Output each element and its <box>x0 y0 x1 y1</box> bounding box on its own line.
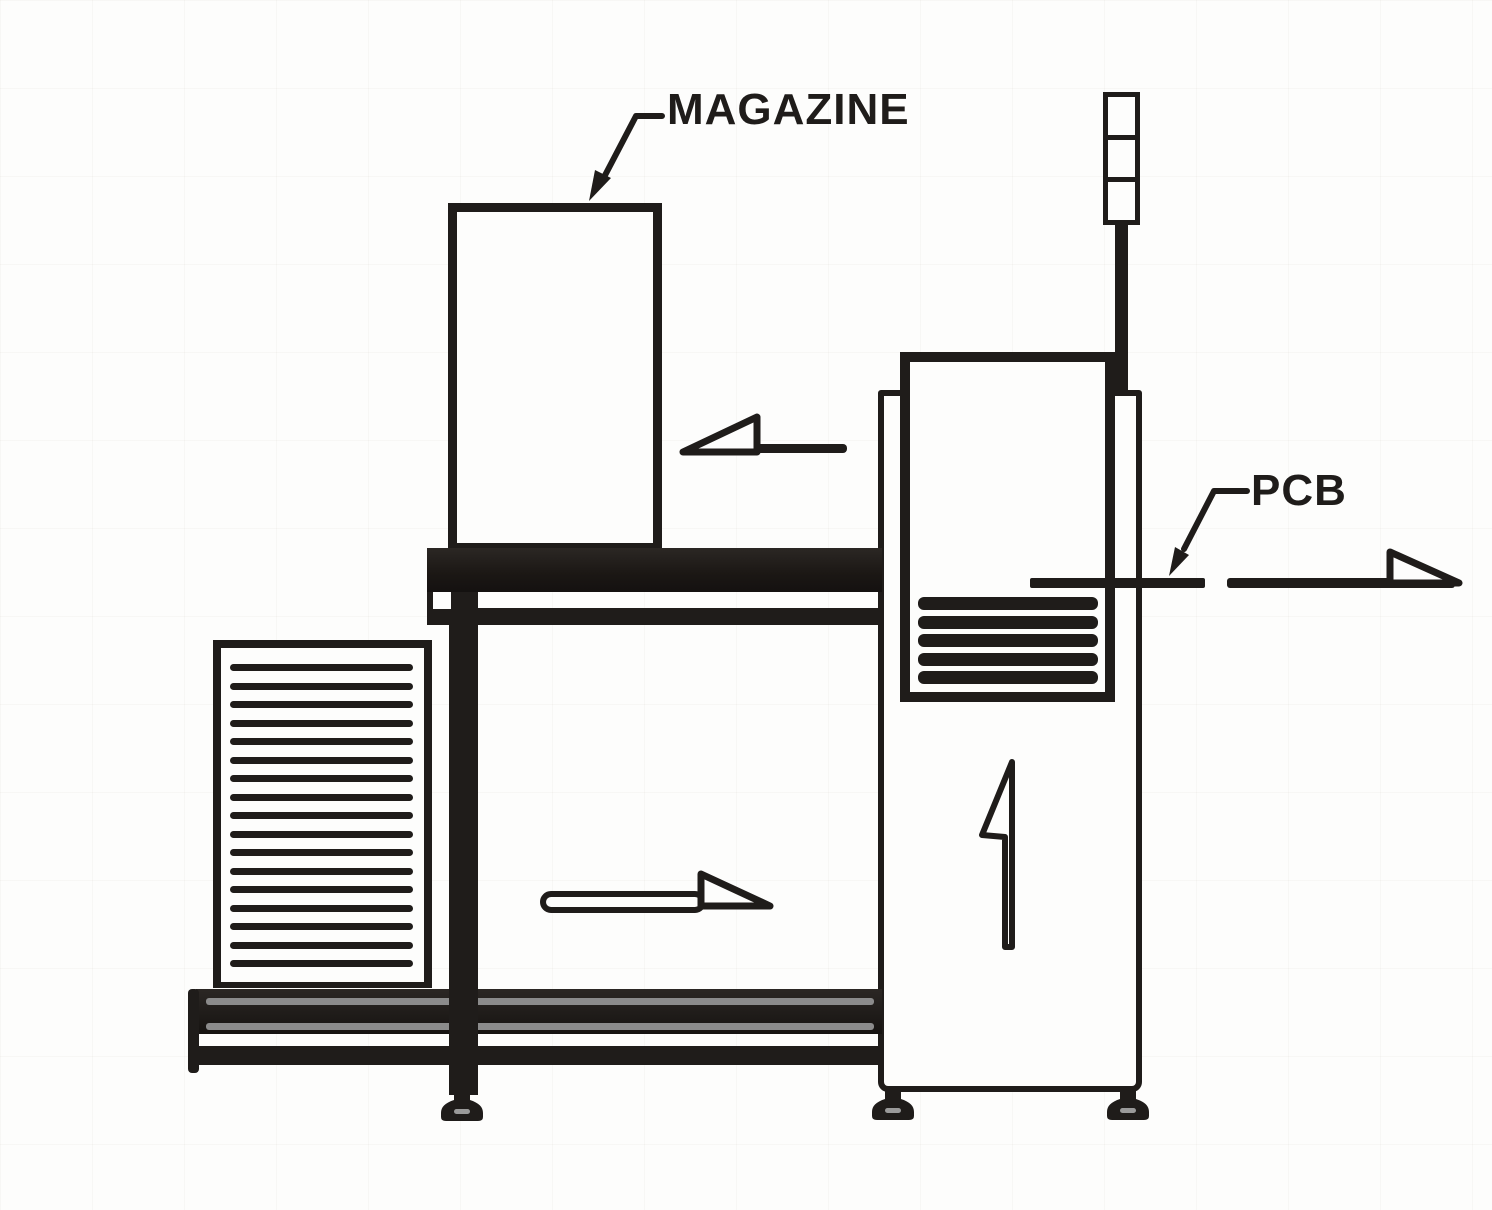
magazine-slot <box>230 941 413 949</box>
magazine-slot <box>230 664 413 671</box>
lower-conveyor-bottom-rail <box>196 1046 882 1065</box>
magazine-slot <box>230 756 413 764</box>
flow-arrow-left-icon <box>679 413 847 456</box>
signal-light-segment <box>1108 97 1135 140</box>
magazine-leader-line <box>598 113 665 186</box>
magazine-leader-arrowhead-icon <box>589 170 611 201</box>
pcb-label: PCB <box>1251 466 1347 515</box>
right-magazine <box>900 352 1115 702</box>
magazine-slot <box>230 923 413 930</box>
magazine-box <box>448 203 662 548</box>
upper-conveyor-bottom-rail <box>427 608 882 625</box>
magazine-slot <box>230 904 413 912</box>
right-magazine-slots <box>918 597 1098 684</box>
magazine-label: MAGAZINE <box>667 85 910 134</box>
magazine-slot <box>918 615 1098 629</box>
signal-light-segment <box>1108 182 1135 221</box>
magazine-slot <box>230 960 413 967</box>
signal-light-icon <box>1103 92 1140 225</box>
machine-foot-right-icon <box>1107 1089 1149 1120</box>
magazine-slot <box>230 867 413 875</box>
conveyor-stripe <box>206 1023 874 1030</box>
magazine-slot <box>230 738 413 745</box>
conveyor-stripe <box>206 998 874 1005</box>
magazine-slot <box>230 719 413 727</box>
machine-foot-left-icon <box>872 1089 914 1120</box>
lower-conveyor-top-rail <box>196 989 882 1034</box>
left-magazine-slots <box>230 664 413 967</box>
magazine-slot <box>230 793 413 801</box>
left-magazine <box>213 640 432 988</box>
magazine-slot <box>918 652 1098 666</box>
magazine-slot <box>230 682 413 690</box>
magazine-slot <box>918 634 1098 647</box>
signal-light-segment <box>1108 139 1135 183</box>
flow-arrow-right-icon <box>540 870 774 913</box>
magazine-slot <box>918 671 1098 684</box>
magazine-slot <box>918 597 1098 610</box>
magazine-slot <box>230 830 413 838</box>
magazine-slot <box>230 849 413 856</box>
pcb-board <box>1030 578 1205 588</box>
magazine-slot <box>230 812 413 819</box>
support-post <box>449 625 478 1095</box>
signal-light-pole <box>1115 225 1128 392</box>
pcb-leader-arrowhead-icon <box>1169 547 1189 576</box>
flow-arrow-outfeed-icon <box>1227 548 1463 588</box>
magazine-slot <box>230 775 413 782</box>
magazine-slot <box>230 886 413 893</box>
upper-conveyor-notch <box>433 592 451 609</box>
pcb-leader-line <box>1181 488 1250 552</box>
upper-conveyor-top-rail <box>427 548 882 592</box>
magazine-slot <box>230 701 413 708</box>
lower-conveyor-end-cap <box>188 989 199 1073</box>
